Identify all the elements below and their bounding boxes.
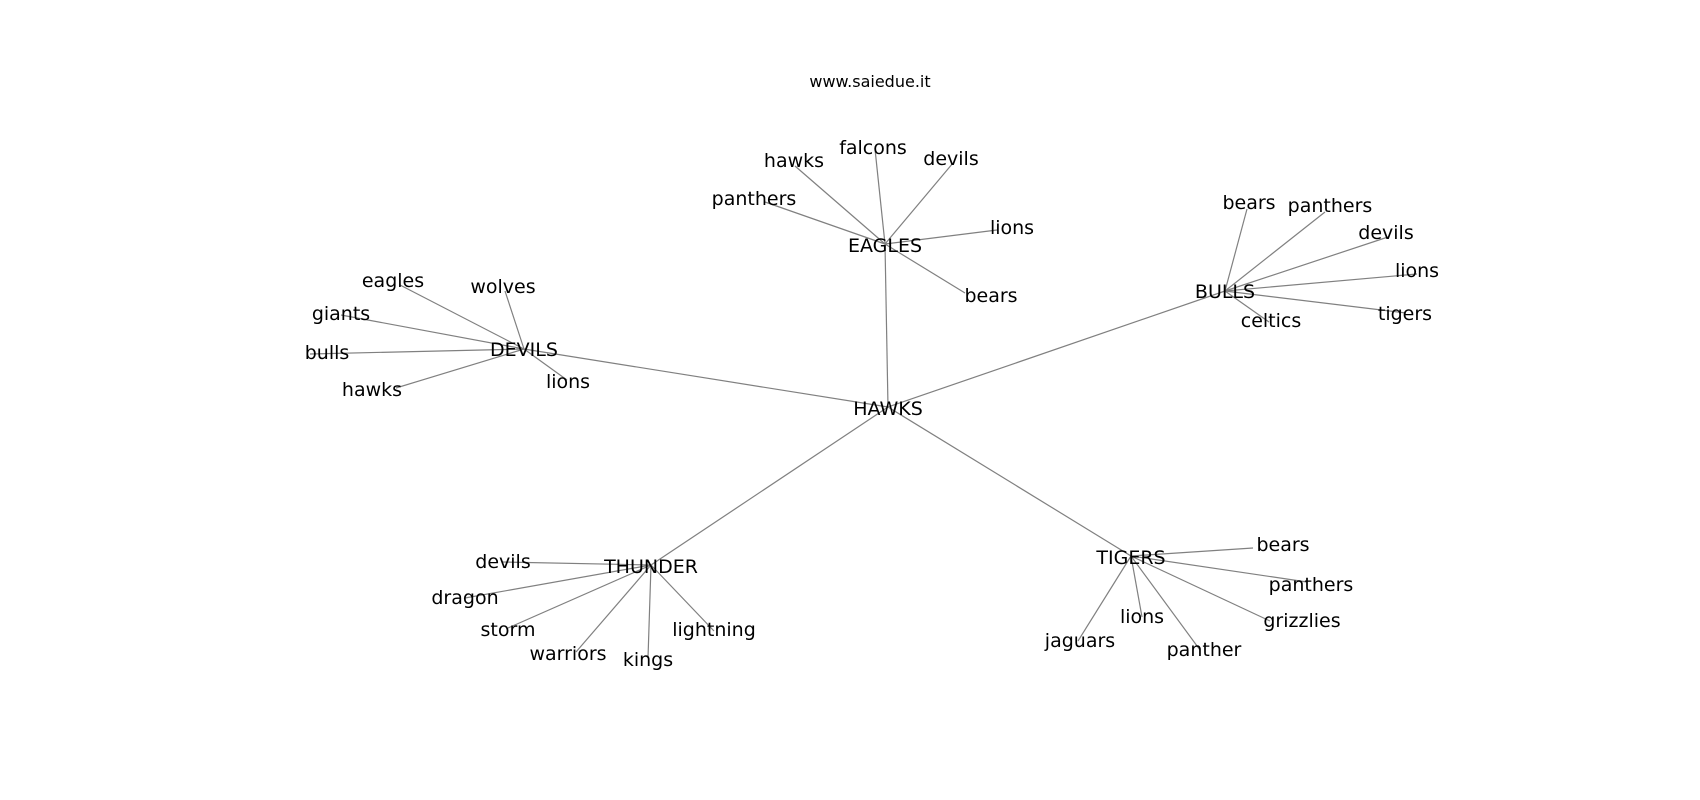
- leaf-node-label: bulls: [305, 342, 350, 364]
- leaf-node-label: lions: [1395, 260, 1439, 282]
- edge-thunder-dragon: [464, 564, 652, 599]
- edge-eagles-hawks: [794, 165, 886, 245]
- hub-node-label-tigers: TIGERS: [1095, 547, 1165, 569]
- edge-bulls-celtics: [1224, 290, 1270, 323]
- leaf-node-label: lions: [546, 371, 590, 393]
- label-layer: HAWKS EAGLES panthers hawks falcons devils lio…: [305, 137, 1439, 671]
- leaf-node-label: bears: [1222, 192, 1275, 214]
- leaf-node-label: eagles: [362, 270, 424, 292]
- hub-node-label-thunder: THUNDER: [603, 556, 698, 578]
- leaf-node-label: lightning: [672, 619, 756, 641]
- edge-devils-wolves: [504, 290, 525, 350]
- edge-tigers-bears: [1130, 547, 1254, 557]
- edge-tigers-panther: [1130, 555, 1201, 651]
- edge-root-tigers: [887, 406, 1132, 557]
- leaf-node-label: jaguars: [1044, 630, 1115, 652]
- leaf-node-label: warriors: [529, 643, 606, 665]
- leaf-node-label: panthers: [712, 188, 797, 210]
- leaf-node-label: panther: [1167, 639, 1242, 661]
- leaf-node-label: grizzlies: [1263, 610, 1340, 632]
- root-node-label: HAWKS: [853, 398, 923, 420]
- edge-devils-giants: [340, 314, 525, 350]
- edge-tigers-panthers: [1130, 555, 1308, 583]
- edge-devils-eagles: [399, 284, 525, 350]
- leaf-node-label: dragon: [431, 587, 498, 609]
- leaf-node-label: panthers: [1288, 195, 1373, 217]
- leaf-node-label: wolves: [470, 276, 535, 298]
- leaf-node-label: bears: [1256, 534, 1309, 556]
- watermark-text: www.saiedue.it: [809, 72, 931, 91]
- edge-root-bulls: [887, 290, 1226, 408]
- edge-tigers-grizzlies: [1130, 555, 1271, 622]
- edge-root-eagles: [884, 243, 889, 408]
- leaf-node-label: devils: [1358, 222, 1413, 244]
- edge-devils-bulls: [309, 348, 525, 355]
- edge-thunder-devils: [501, 561, 652, 566]
- leaf-node-label: giants: [312, 303, 370, 325]
- leaf-node-label: bears: [964, 285, 1017, 307]
- leaf-node-label: devils: [475, 551, 530, 573]
- edge-layer: [309, 148, 1418, 659]
- edge-eagles-bears: [884, 243, 966, 294]
- edge-thunder-warriors: [575, 564, 652, 653]
- leaf-node-label: panthers: [1269, 574, 1354, 596]
- edge-root-devils: [523, 348, 889, 408]
- leaf-node-label: hawks: [764, 150, 824, 172]
- edge-thunder-lightning: [650, 564, 715, 632]
- edge-thunder-storm: [507, 564, 652, 629]
- leaf-node-label: lions: [990, 217, 1034, 239]
- edge-bulls-panthers: [1224, 211, 1326, 292]
- leaf-node-label: falcons: [839, 137, 907, 159]
- hub-node-label-bulls: BULLS: [1195, 281, 1255, 303]
- edge-eagles-falcons: [874, 148, 886, 245]
- leaf-node-label: storm: [481, 619, 536, 641]
- hub-node-label-devils: DEVILS: [490, 339, 558, 361]
- edge-root-thunder: [650, 406, 889, 566]
- edge-eagles-devils: [884, 162, 954, 245]
- leaf-node-label: kings: [623, 649, 673, 671]
- edge-devils-hawks: [395, 348, 525, 389]
- leaf-node-label: tigers: [1378, 303, 1432, 325]
- leaf-node-label: celtics: [1241, 310, 1302, 332]
- leaf-node-label: devils: [923, 148, 978, 170]
- leaf-node-label: hawks: [342, 379, 402, 401]
- edge-eagles-lions: [884, 229, 998, 245]
- edge-bulls-bears: [1224, 208, 1248, 292]
- edge-tigers-jaguars: [1077, 555, 1132, 642]
- edge-bulls-tigers: [1224, 290, 1407, 314]
- edge-tigers-lions: [1130, 555, 1143, 618]
- edge-bulls-lions: [1224, 273, 1418, 292]
- leaf-node-label: lions: [1120, 606, 1164, 628]
- edge-bulls-devils: [1224, 236, 1389, 292]
- edge-devils-lions: [523, 348, 568, 381]
- edge-eagles-panthers: [764, 201, 886, 245]
- hub-node-label-eagles: EAGLES: [848, 235, 922, 257]
- edge-thunder-kings: [647, 564, 652, 659]
